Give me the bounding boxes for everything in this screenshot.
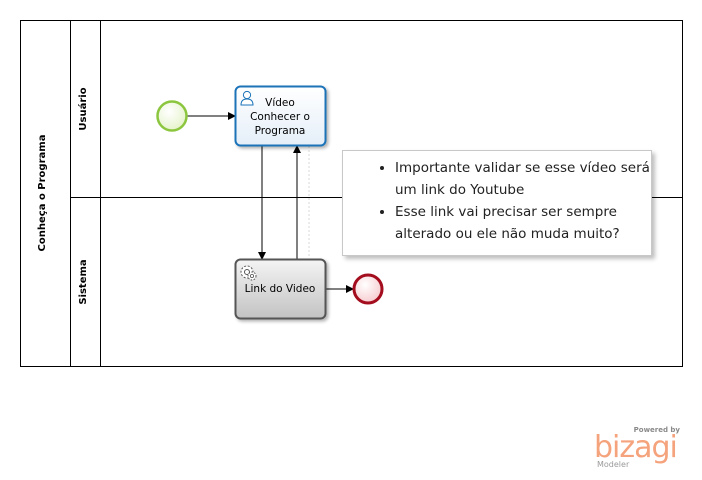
end-event[interactable]	[352, 273, 384, 305]
service-task[interactable]: Link do Video	[234, 258, 327, 320]
gear-icon	[240, 265, 257, 281]
pool-label: Conheça o Programa	[37, 135, 48, 252]
user-task-label-line2: Conhecer o	[250, 111, 310, 123]
bizagi-logo: Powered by bizagi Modeler	[592, 426, 684, 472]
lane-label-sistema: Sistema	[78, 259, 89, 304]
powered-by-text: Powered by	[633, 426, 680, 434]
lane-label-usuario: Usuário	[77, 87, 89, 130]
text-annotation[interactable]: Importante validar se esse vídeo será um…	[342, 150, 652, 256]
annotation-list: Importante validar se esse vídeo será um…	[343, 157, 651, 245]
product-name: Modeler	[597, 460, 630, 469]
start-event[interactable]	[156, 100, 188, 132]
brand-wordmark: bizagi	[594, 430, 678, 465]
user-task[interactable]: Vídeo Conhecer o Programa	[234, 85, 327, 147]
annotation-item: Esse link vai precisar ser sempre altera…	[395, 201, 651, 245]
user-task-label-line3: Programa	[255, 125, 306, 137]
user-icon	[240, 90, 254, 106]
annotation-item: Importante validar se esse vídeo será um…	[395, 157, 651, 201]
user-task-label-line1: Vídeo	[265, 97, 295, 109]
service-task-label: Link do Video	[245, 283, 316, 295]
